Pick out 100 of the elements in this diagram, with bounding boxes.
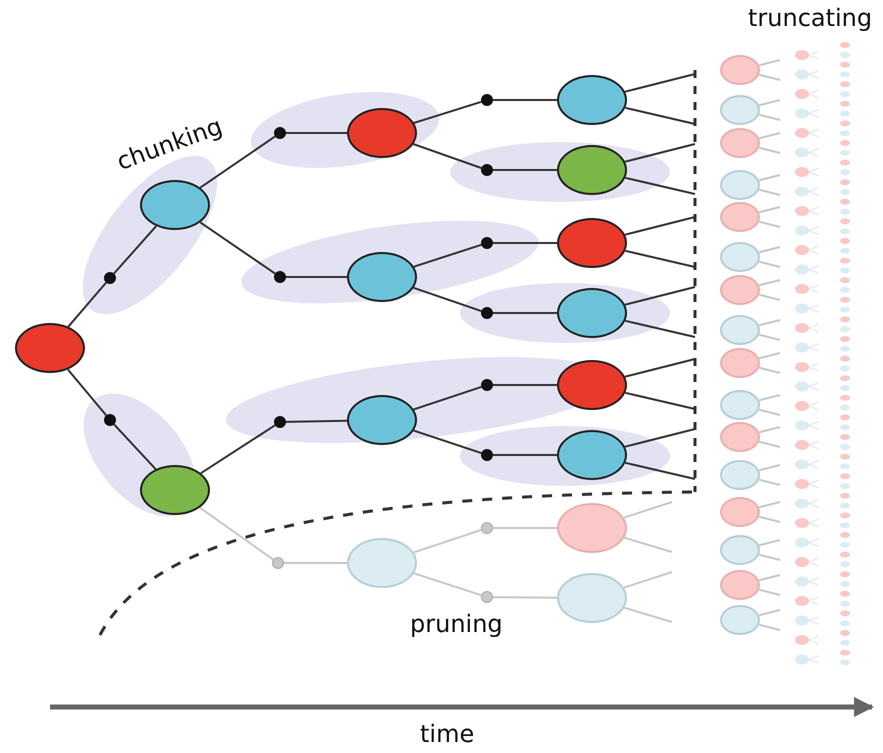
connector-line	[200, 221, 276, 274]
connector-line	[624, 73, 696, 93]
connector-line	[758, 624, 780, 631]
connector-line	[200, 424, 276, 474]
connector-line	[758, 516, 780, 523]
tree-node-circle	[720, 460, 760, 490]
connector-line	[414, 572, 482, 596]
connector-line	[413, 143, 482, 169]
connector-line	[286, 420, 348, 423]
tree-node-circle	[720, 275, 760, 305]
connector-line	[68, 282, 107, 328]
connector-line	[413, 386, 482, 410]
connector-line	[758, 206, 780, 214]
connector-line	[758, 74, 780, 81]
connector-line	[624, 143, 696, 163]
branch-dot	[481, 591, 493, 603]
connector-line	[113, 424, 156, 470]
tree-node-circle	[720, 95, 760, 125]
axis-label: time	[420, 722, 474, 746]
connector-line	[758, 132, 780, 140]
connector-line	[113, 225, 157, 274]
connector-line	[758, 394, 780, 402]
connector-line	[200, 136, 276, 189]
branch-dot	[272, 557, 284, 569]
connector-line	[625, 320, 696, 338]
connector-line	[758, 588, 780, 596]
connector-line	[286, 132, 347, 134]
connector-line	[758, 440, 780, 448]
tree-node-circle	[720, 242, 760, 272]
branch-dot	[481, 94, 493, 106]
connector-line	[758, 99, 780, 106]
connector-line	[758, 352, 780, 360]
connector-line	[758, 114, 780, 121]
connector-line	[624, 606, 672, 623]
connector-line	[625, 106, 696, 125]
tree-node-circle	[720, 202, 760, 232]
connector-line	[493, 242, 557, 244]
connector-line	[413, 286, 482, 312]
tree-node-circle	[720, 497, 760, 527]
connector-line	[758, 574, 780, 582]
connector-line	[758, 609, 780, 616]
tree-node-circle	[557, 503, 627, 553]
connector-line	[413, 528, 482, 554]
connector-line	[758, 246, 780, 254]
connector-line	[414, 100, 482, 124]
connector-line	[758, 366, 780, 374]
tree-node-circle	[720, 315, 760, 345]
connector-line	[758, 319, 780, 326]
connector-line	[624, 428, 696, 448]
connector-line	[414, 244, 482, 268]
tree-node-circle	[720, 55, 760, 85]
connector-line	[493, 99, 557, 101]
tree-node-circle	[720, 605, 760, 635]
connector-line	[67, 368, 107, 416]
connector-line	[758, 220, 780, 228]
connector-line	[625, 392, 696, 410]
connector-line	[493, 312, 557, 314]
branch-dot	[481, 522, 493, 534]
connector-line	[624, 501, 672, 519]
tree-node-circle	[347, 538, 417, 588]
connector-line	[758, 478, 780, 486]
connector-line	[624, 286, 696, 306]
connector-line	[492, 596, 558, 599]
connector-line	[758, 188, 780, 196]
connector-line	[758, 539, 780, 546]
connector-line	[758, 554, 780, 561]
connector-line	[758, 174, 780, 182]
connector-line	[493, 454, 557, 456]
tree-node-circle	[720, 422, 760, 452]
connector-line	[758, 294, 780, 301]
connector-line	[758, 279, 780, 286]
connector-line	[493, 169, 557, 171]
connector-line	[758, 334, 780, 341]
connector-line	[286, 276, 347, 278]
pruning-label: pruning	[410, 612, 503, 636]
connector-line	[758, 146, 780, 154]
tree-node-circle	[557, 573, 627, 623]
connector-line	[199, 506, 274, 560]
connector-line	[625, 250, 696, 268]
truncation-label: truncating	[748, 6, 872, 30]
tree-node-circle	[720, 348, 760, 378]
connector-line	[758, 426, 780, 434]
tree-node-circle	[720, 128, 760, 158]
connector-line	[624, 216, 696, 236]
connector-line	[758, 464, 780, 472]
connector-line	[758, 59, 780, 66]
connector-line	[758, 501, 780, 508]
connector-line	[758, 408, 780, 416]
connector-line	[624, 536, 672, 553]
connector-line	[284, 562, 347, 564]
connector-line	[625, 176, 696, 195]
connector-line	[624, 358, 696, 378]
connector-line	[413, 430, 482, 454]
connector-line	[493, 527, 557, 529]
tree-node-circle	[720, 535, 760, 565]
connector-line	[758, 260, 780, 268]
tree-node-circle	[720, 570, 760, 600]
connector-line	[624, 571, 672, 589]
connector-line	[625, 462, 696, 480]
tree-node-circle	[720, 390, 760, 420]
